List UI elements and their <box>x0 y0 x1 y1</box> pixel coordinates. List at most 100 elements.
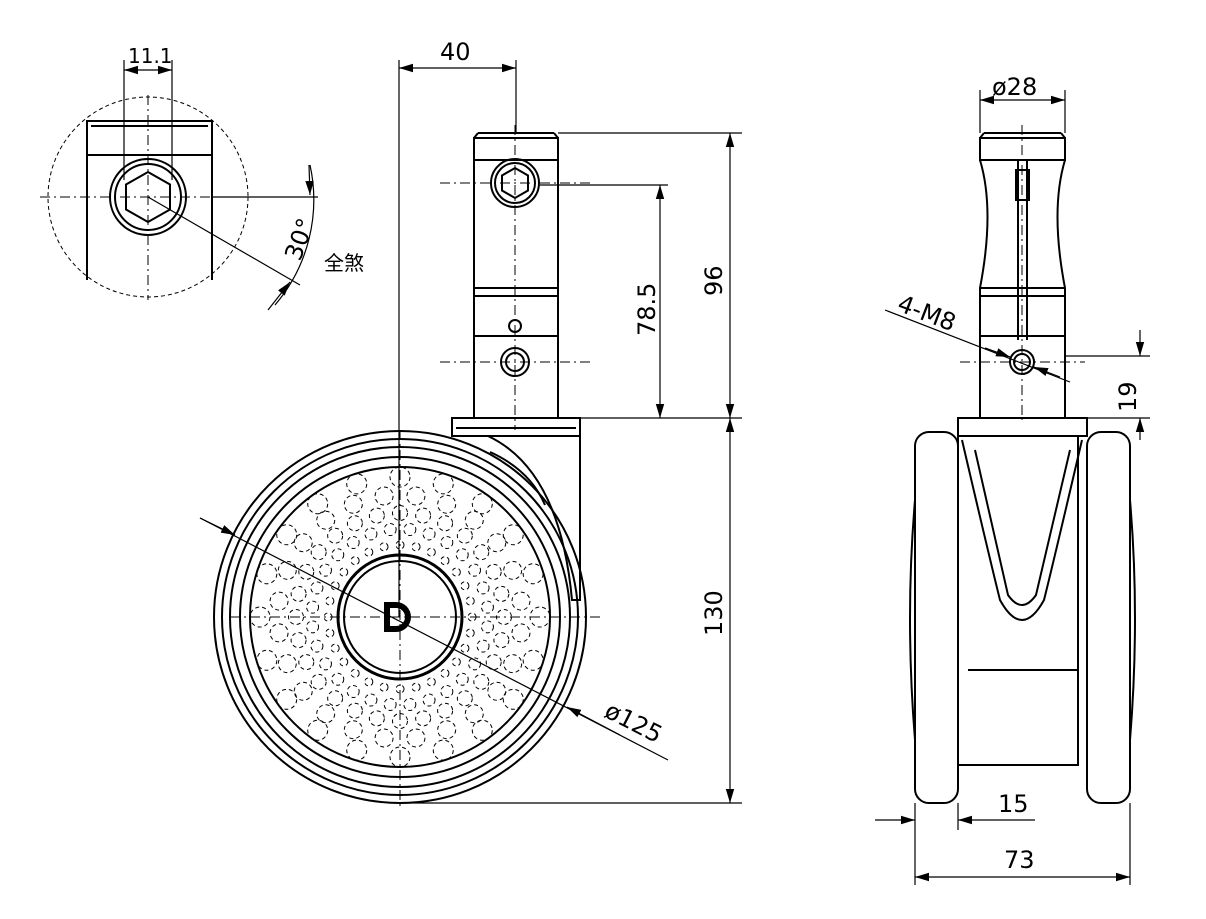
wheel-hole <box>288 609 304 625</box>
wheel-hole <box>422 527 436 541</box>
wheel-hole <box>487 533 507 553</box>
side-view: 40 96 78.5 130 ø125 <box>199 38 742 810</box>
wheel-hole <box>325 596 335 606</box>
wheel-hole <box>437 494 457 514</box>
angle-label: 30° <box>279 214 320 264</box>
wheel-hole <box>432 739 454 761</box>
wheel-hole <box>487 681 507 701</box>
wheel-hole <box>318 563 332 577</box>
wheel-hole <box>339 657 349 667</box>
wheel-hole <box>374 486 394 506</box>
left-wheel <box>914 431 959 804</box>
wheel-hole <box>511 591 531 611</box>
wheel-hole <box>379 682 389 692</box>
wheel-hole <box>307 493 329 515</box>
wheel-hole <box>364 527 378 541</box>
wheel-hole <box>411 682 421 692</box>
wheel-hole <box>389 466 411 488</box>
wheel-hole <box>465 596 475 606</box>
wheel-hole <box>437 515 454 532</box>
wheel-hole <box>460 643 470 653</box>
top-detail-view: 11.1 30° 全煞 <box>40 44 364 311</box>
wheel-hole <box>415 507 432 524</box>
wheel-hole <box>346 473 368 495</box>
wheel-hole <box>383 697 397 711</box>
wheel-hole <box>306 620 320 634</box>
wheel-hole <box>440 556 450 566</box>
wheel-hole <box>415 710 432 727</box>
right-wheel <box>1086 431 1131 804</box>
wheel-hole <box>395 684 405 694</box>
wheel-diameter-label: ø125 <box>600 696 667 748</box>
wheel-hole <box>471 493 493 515</box>
wheel-hole <box>350 556 360 566</box>
wheel-hole <box>374 728 394 748</box>
wheel-hole <box>403 697 417 711</box>
wheel-hole <box>256 649 278 671</box>
wheel-hole <box>493 585 510 602</box>
wheel-hole <box>502 688 524 710</box>
wheel-hole <box>364 693 378 707</box>
wheel-hole <box>293 681 313 701</box>
wheel-hole <box>277 654 297 674</box>
stem-diameter-label: ø28 <box>992 73 1037 101</box>
wheel-hole <box>316 510 336 530</box>
overall-width-label: 73 <box>1004 846 1035 874</box>
wheel-hole <box>383 523 397 537</box>
wheel-hole <box>426 677 436 687</box>
wheel-hole <box>522 649 544 671</box>
offset-label: 40 <box>440 38 471 66</box>
wheel-hole <box>298 654 315 671</box>
wheel-hole <box>379 542 389 552</box>
wheel-hole <box>306 600 320 614</box>
wheel-hole <box>310 544 327 561</box>
wheel-hole <box>276 688 298 710</box>
wheel-hole <box>426 547 436 557</box>
wheel-hole <box>437 702 454 719</box>
wheel-hole <box>511 623 531 643</box>
wheel-hole <box>346 515 363 532</box>
front-view: ø28 4-M8 19 15 73 <box>875 73 1150 885</box>
wheel-hole <box>503 654 523 674</box>
hex-socket-icon <box>501 166 529 200</box>
wheel-hole <box>480 600 494 614</box>
wheel-hole <box>307 719 329 741</box>
wheel-hole <box>473 544 490 561</box>
wheel-hole <box>468 657 482 671</box>
wheel-hole <box>290 585 307 602</box>
wheel-hole <box>346 535 360 549</box>
wheel-hole <box>485 563 502 580</box>
wheel-hole <box>269 623 289 643</box>
stem-height-label: 96 <box>700 265 728 296</box>
wheel-hole <box>503 560 523 580</box>
wheel-hole <box>456 690 473 707</box>
tread-width-label: 15 <box>998 790 1029 818</box>
wheel-hole <box>440 535 454 549</box>
thread-height-label: 19 <box>1114 381 1142 412</box>
wheel-hole <box>471 719 493 741</box>
top-plate <box>451 417 581 437</box>
wheel-hole <box>440 668 450 678</box>
wheel-hole <box>455 672 469 686</box>
wheel-hole <box>368 710 385 727</box>
wheel-hole <box>476 581 490 595</box>
wheel-hole <box>406 728 426 748</box>
stem-top <box>86 120 213 156</box>
wheel-hole <box>480 620 494 634</box>
wheel-hole <box>310 581 324 595</box>
wheel-hole <box>293 533 313 553</box>
wheel-hole <box>350 668 360 678</box>
wheel-hole <box>476 639 490 653</box>
wheel-hole <box>298 563 315 580</box>
wheel-hole <box>339 567 349 577</box>
wheel-hole <box>269 591 289 611</box>
wheel-hole <box>465 628 475 638</box>
hex-width-label: 11.1 <box>128 44 173 68</box>
wheel-hole <box>456 527 473 544</box>
wheel-hole <box>256 563 278 585</box>
wheel-hole <box>346 702 363 719</box>
wheel-hole <box>327 527 344 544</box>
wheel-hole <box>346 739 368 761</box>
wheel-hole <box>330 581 340 591</box>
wheel-hole <box>331 672 345 686</box>
